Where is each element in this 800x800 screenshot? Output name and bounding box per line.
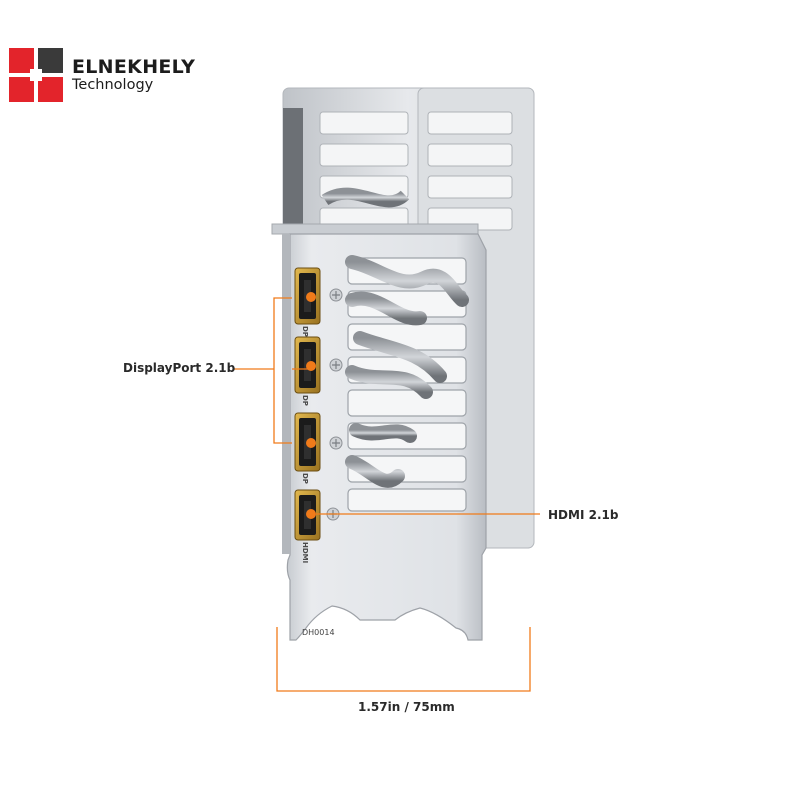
- port-highlight-dots: [306, 292, 316, 519]
- heat-pipes: [345, 255, 469, 488]
- dimension-label: 1.57in / 75mm: [358, 700, 455, 714]
- brand-name: ELNEKHELY: [72, 56, 196, 78]
- bracket-code: DH0014: [302, 628, 335, 637]
- dimension-bracket: [276, 627, 531, 692]
- brand-logo: ELNEKHELY Technology: [8, 47, 208, 107]
- logo-mark-icon: [9, 48, 63, 102]
- port-tag-hdmi: HDMI: [301, 542, 309, 563]
- brand-subtitle: Technology: [72, 77, 154, 93]
- port-tag-dp-3: DP: [301, 473, 309, 484]
- port-tag-dp-2: DP: [301, 395, 309, 406]
- bracket-top-lip: [271, 223, 479, 235]
- port-tag-dp-1: DP: [301, 326, 309, 337]
- displayport-label: DisplayPort 2.1b: [123, 361, 236, 375]
- hdmi-label: HDMI 2.1b: [548, 508, 619, 522]
